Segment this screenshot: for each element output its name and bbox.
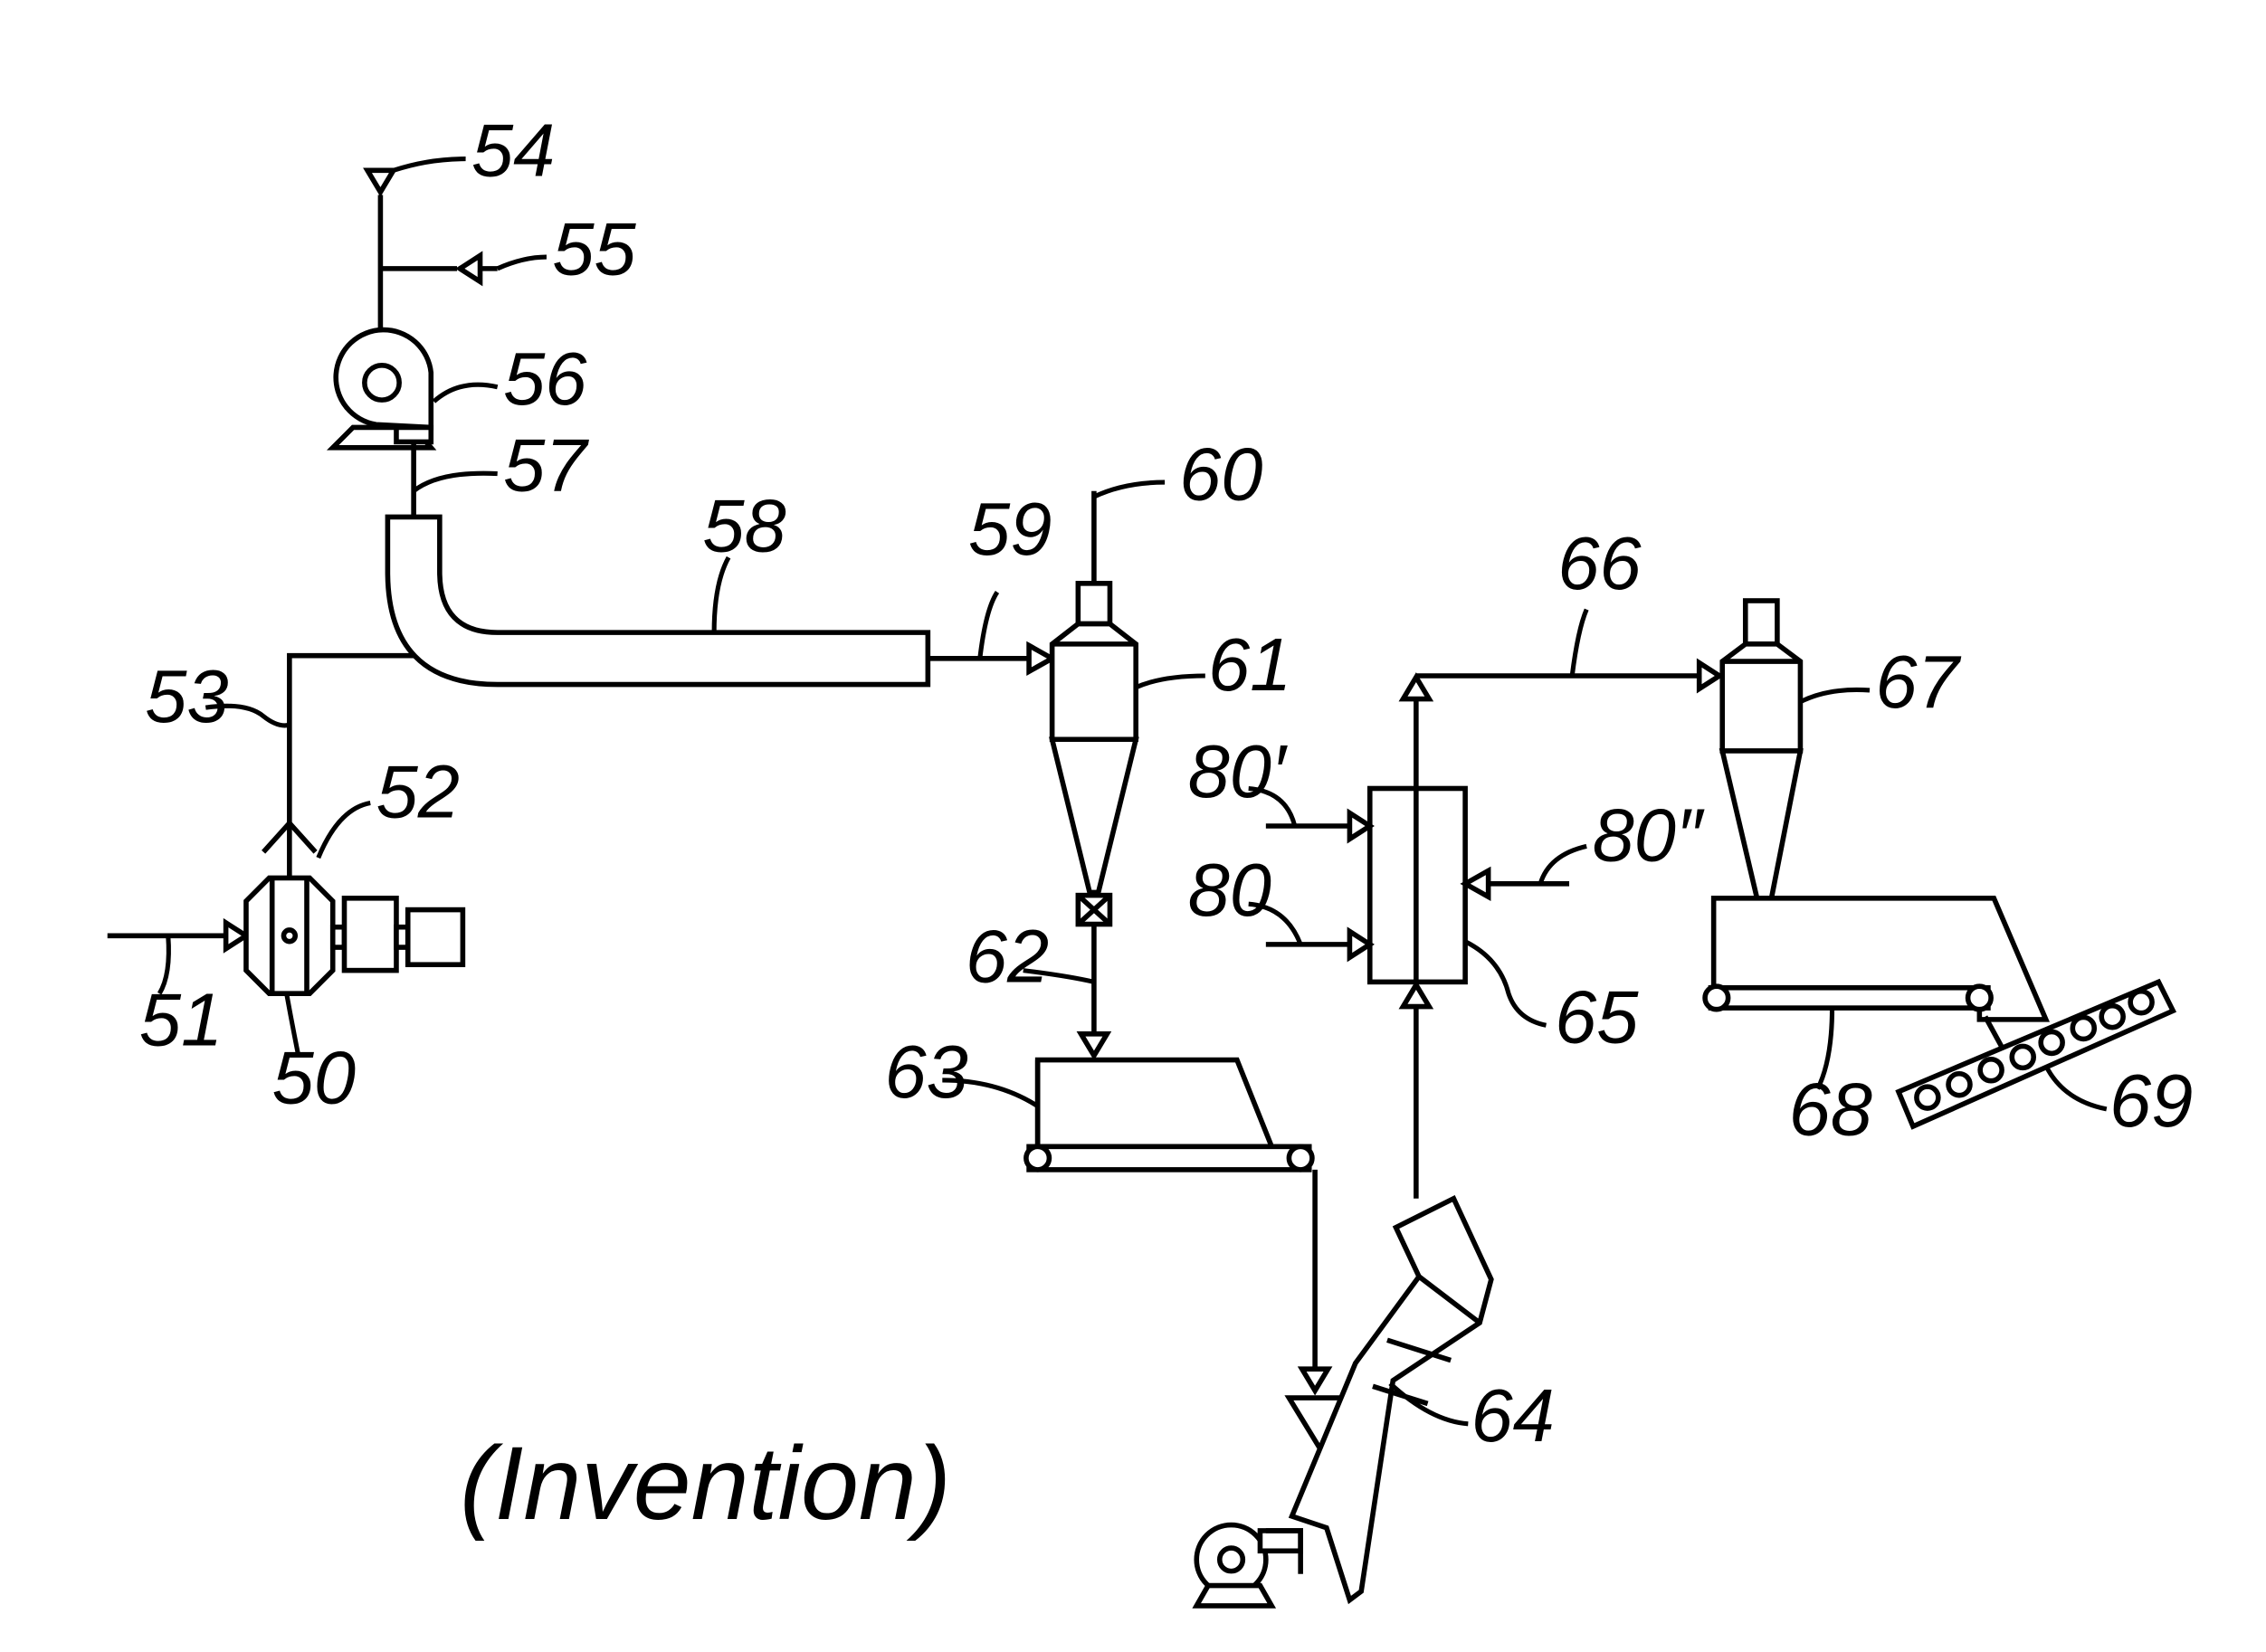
label-50: 50 — [272, 1035, 356, 1119]
line-57 — [414, 441, 498, 517]
label-61: 61 — [1208, 622, 1291, 707]
label-60: 60 — [1179, 432, 1262, 516]
blower-56 — [333, 330, 498, 448]
dryer-conveyor-63 — [942, 1060, 1312, 1170]
leader-64 — [1390, 1383, 1468, 1424]
inlet-line-55 — [380, 256, 547, 282]
label-56: 56 — [503, 337, 587, 421]
label-53: 53 — [145, 654, 228, 738]
cyclone-67 — [1722, 601, 1870, 898]
separator-52 — [263, 802, 370, 878]
label-80doubleprime: 80″ — [1593, 793, 1705, 877]
inlet-80doubleprime — [1465, 846, 1586, 897]
label-67: 67 — [1875, 640, 1961, 724]
pipe-58 — [387, 517, 928, 684]
line-59 — [928, 592, 1052, 671]
figure-caption: (Invention) — [460, 1426, 951, 1542]
label-59: 59 — [968, 487, 1052, 571]
separator-65 — [1370, 789, 1547, 1026]
label-62: 62 — [966, 914, 1049, 998]
mill-50 — [246, 878, 462, 1054]
label-58: 58 — [702, 484, 785, 568]
drop-line-63-64 — [1302, 1170, 1328, 1391]
label-51: 51 — [139, 978, 223, 1062]
exhaust-line-60 — [1094, 482, 1165, 584]
label-54: 54 — [471, 109, 555, 193]
label-80: 80 — [1188, 848, 1271, 932]
cyclone-61 — [1052, 584, 1205, 925]
label-63: 63 — [884, 1030, 967, 1114]
label-64: 64 — [1471, 1373, 1555, 1457]
label-57: 57 — [503, 423, 589, 508]
label-65: 65 — [1555, 974, 1639, 1059]
label-68: 68 — [1789, 1068, 1872, 1152]
riser-64-65 — [1403, 985, 1429, 1199]
blower-64 — [1196, 1525, 1300, 1606]
label-69: 69 — [2109, 1059, 2193, 1143]
label-52: 52 — [376, 749, 460, 833]
line-66 — [1403, 610, 1719, 789]
label-80prime: 80′ — [1188, 729, 1288, 813]
label-55: 55 — [552, 206, 636, 290]
label-66: 66 — [1557, 521, 1642, 605]
